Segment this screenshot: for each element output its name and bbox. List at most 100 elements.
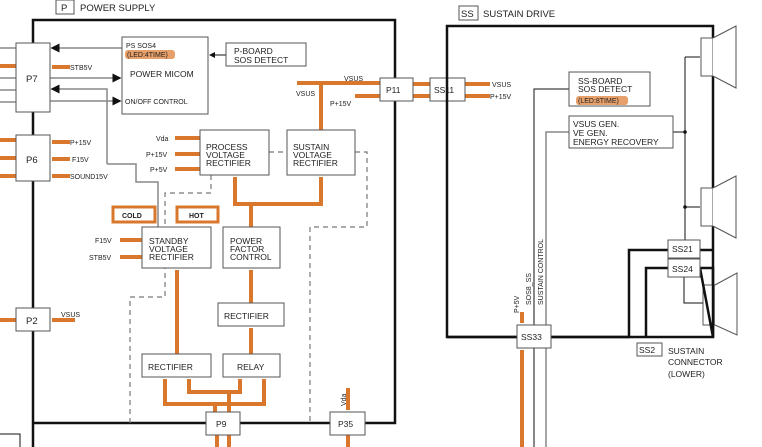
svg-text:F15V: F15V xyxy=(72,157,89,164)
isolation-boundary xyxy=(309,151,368,423)
svg-text:CONNECTOR: CONNECTOR xyxy=(668,357,723,367)
svg-text:VOLTAGE: VOLTAGE xyxy=(149,244,188,254)
sustain-voltage-rectifier xyxy=(286,129,356,176)
svg-text:SS21: SS21 xyxy=(672,244,693,254)
svg-text:P: P xyxy=(61,3,67,14)
svg-text:ON/OFF CONTROL: ON/OFF CONTROL xyxy=(125,99,188,106)
sustain-drive-badge xyxy=(458,5,479,21)
vsus-gen-block xyxy=(568,115,674,149)
svg-text:POWER: POWER xyxy=(230,236,262,246)
led-count: (LED:8TIME) xyxy=(578,98,619,105)
speaker-feed xyxy=(683,277,703,304)
svg-text:P6: P6 xyxy=(26,155,38,166)
svg-text:VOLTAGE: VOLTAGE xyxy=(293,150,332,160)
svg-text:RECTIFIER: RECTIFIER xyxy=(293,158,338,168)
lower-connector-loop xyxy=(644,266,715,338)
cold-label xyxy=(111,205,157,224)
svg-text:SS33: SS33 xyxy=(521,332,542,342)
connector-p35 xyxy=(329,411,366,436)
sustain-control-line xyxy=(545,131,569,447)
p9-input xyxy=(215,435,231,447)
svg-text:P+15V: P+15V xyxy=(490,94,512,101)
svg-text:VSUS GEN.: VSUS GEN. xyxy=(573,119,619,129)
rectifier-block xyxy=(141,353,212,378)
process-outputs xyxy=(175,136,200,171)
feedback-line xyxy=(50,84,108,164)
feedback-line xyxy=(107,163,159,227)
junction xyxy=(683,130,687,134)
rectifier-block xyxy=(217,302,285,327)
svg-text:FACTOR: FACTOR xyxy=(230,244,264,254)
power-paths xyxy=(175,270,253,354)
connector-p7 xyxy=(15,42,51,113)
svg-text:SOS8_SS: SOS8_SS xyxy=(526,273,533,305)
led-highlight xyxy=(125,50,175,59)
standby-voltage-rectifier xyxy=(141,226,212,269)
connection-line xyxy=(447,248,713,339)
process-voltage-rectifier xyxy=(199,129,270,176)
svg-text:P-BOARD: P-BOARD xyxy=(234,46,273,56)
svg-text:RECTIFIER: RECTIFIER xyxy=(224,311,269,321)
svg-text:RECTIFIER: RECTIFIER xyxy=(148,362,193,372)
ss2-badge xyxy=(636,342,663,357)
p7-signal-lines xyxy=(0,47,16,103)
pfc-output-bus xyxy=(233,177,323,227)
connector-ss21 xyxy=(667,239,701,259)
p6-arrows xyxy=(52,140,70,178)
svg-text:SUSTAIN CONTROL: SUSTAIN CONTROL xyxy=(538,239,545,305)
svg-text:SUSTAIN: SUSTAIN xyxy=(293,142,329,152)
svg-text:SS2: SS2 xyxy=(639,345,655,355)
connector-ss33 xyxy=(516,324,552,349)
speaker-feed xyxy=(673,56,700,240)
relay-block xyxy=(222,353,281,378)
svg-text:P+15V: P+15V xyxy=(330,101,352,108)
power-factor-control xyxy=(222,226,281,269)
connector-p6 xyxy=(15,134,51,182)
svg-text:VSUS: VSUS xyxy=(492,82,511,89)
speaker-icon xyxy=(702,272,738,336)
svg-text:SOS DETECT: SOS DETECT xyxy=(234,55,288,65)
connector-p11 xyxy=(379,77,414,102)
svg-text:P11: P11 xyxy=(386,85,401,95)
svg-text:P+5V: P+5V xyxy=(150,167,168,174)
svg-text:HOT: HOT xyxy=(189,213,205,220)
p9-distribution xyxy=(163,379,266,412)
svg-text:ENERGY RECOVERY: ENERGY RECOVERY xyxy=(573,137,659,147)
svg-text:PROCESS: PROCESS xyxy=(206,142,248,152)
sustain-outputs xyxy=(297,81,380,130)
speaker-icon xyxy=(700,25,737,89)
connector-p9 xyxy=(205,411,241,436)
svg-text:SOUND15V: SOUND15V xyxy=(70,174,108,181)
svg-text:VOLTAGE: VOLTAGE xyxy=(206,150,245,160)
svg-text:(LOWER): (LOWER) xyxy=(668,369,705,379)
power-supply-section: P POWER SUPPLY P7 STB5V P6 P+15V F15V SO… xyxy=(0,0,397,447)
svg-text:P9: P9 xyxy=(216,419,227,429)
hot-label xyxy=(175,205,220,224)
svg-text:P7: P7 xyxy=(26,74,38,85)
pboard-sos-detect-block xyxy=(225,42,307,67)
svg-text:PS SOS4: PS SOS4 xyxy=(126,43,156,50)
svg-text:COLD: COLD xyxy=(122,213,142,220)
junction xyxy=(683,205,687,209)
svg-text:P+15V: P+15V xyxy=(70,140,92,147)
standby-outputs xyxy=(120,238,142,259)
power-supply-badge xyxy=(55,0,75,15)
svg-text:P35: P35 xyxy=(338,419,353,429)
svg-text:VSUS: VSUS xyxy=(344,76,363,83)
led-highlight xyxy=(576,96,628,105)
svg-text:Vda: Vda xyxy=(341,393,348,406)
svg-text:RECTIFIER: RECTIFIER xyxy=(206,158,251,168)
svg-text:SOS DETECT: SOS DETECT xyxy=(578,84,632,94)
sustain-drive-section: SS SUSTAIN DRIVE SS-BOARD SOS DETECT (LE… xyxy=(445,5,738,447)
power-micom-block xyxy=(121,36,209,115)
speaker-icon xyxy=(700,175,737,239)
svg-text:P2: P2 xyxy=(26,316,38,327)
svg-text:RECTIFIER: RECTIFIER xyxy=(149,252,194,262)
external-board-outline xyxy=(0,433,21,447)
svg-text:SS24: SS24 xyxy=(672,264,693,274)
svg-text:Vda: Vda xyxy=(156,136,169,143)
led-count: (LED:4TIME) xyxy=(127,52,168,59)
connector-p2 xyxy=(15,307,51,332)
svg-text:SUSTAIN: SUSTAIN xyxy=(668,346,704,356)
